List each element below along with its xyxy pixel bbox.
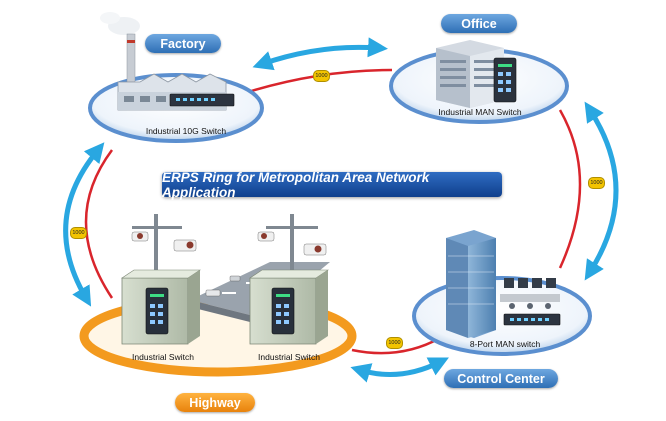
arrow-factory-office bbox=[252, 37, 388, 71]
speed-badge-highway-factory: 1000 bbox=[70, 227, 87, 239]
cabinet-left bbox=[121, 269, 201, 345]
link-highway-factory bbox=[84, 149, 114, 299]
office-site bbox=[389, 40, 569, 124]
ring-arrows bbox=[63, 37, 619, 383]
highway-site bbox=[79, 214, 357, 377]
control-center-site bbox=[412, 230, 592, 356]
factory-device-label: Industrial 10G Switch bbox=[145, 126, 227, 136]
operator-desks bbox=[500, 278, 560, 309]
camera-pole-right bbox=[257, 214, 327, 280]
office-device-label: Industrial MAN Switch bbox=[438, 107, 522, 117]
control-device-label: 8-Port MAN switch bbox=[469, 339, 541, 349]
factory-site bbox=[88, 12, 264, 143]
office-label: Office bbox=[441, 14, 517, 33]
link-office-control bbox=[558, 109, 582, 269]
speed-badge-office-control: 1000 bbox=[588, 177, 605, 189]
speed-badge-factory-office: 1000 bbox=[313, 70, 330, 82]
camera-pole-left bbox=[131, 214, 197, 280]
arrow-office-control bbox=[584, 101, 619, 281]
control-center-label: Control Center bbox=[444, 369, 558, 388]
arrow-highway-factory bbox=[63, 142, 105, 307]
link-control-highway bbox=[351, 336, 441, 355]
arrow-control-highway bbox=[350, 357, 449, 383]
highway-device-right-label: Industrial Switch bbox=[258, 352, 320, 362]
highway-label: Highway bbox=[175, 393, 255, 412]
highway-device-left-label: Industrial Switch bbox=[132, 352, 194, 362]
factory-label: Factory bbox=[145, 34, 221, 53]
diagram-title: ERPS Ring for Metropolitan Area Network … bbox=[162, 170, 502, 200]
speed-badge-control-highway: 1000 bbox=[386, 337, 403, 349]
cabinet-right bbox=[249, 269, 329, 345]
